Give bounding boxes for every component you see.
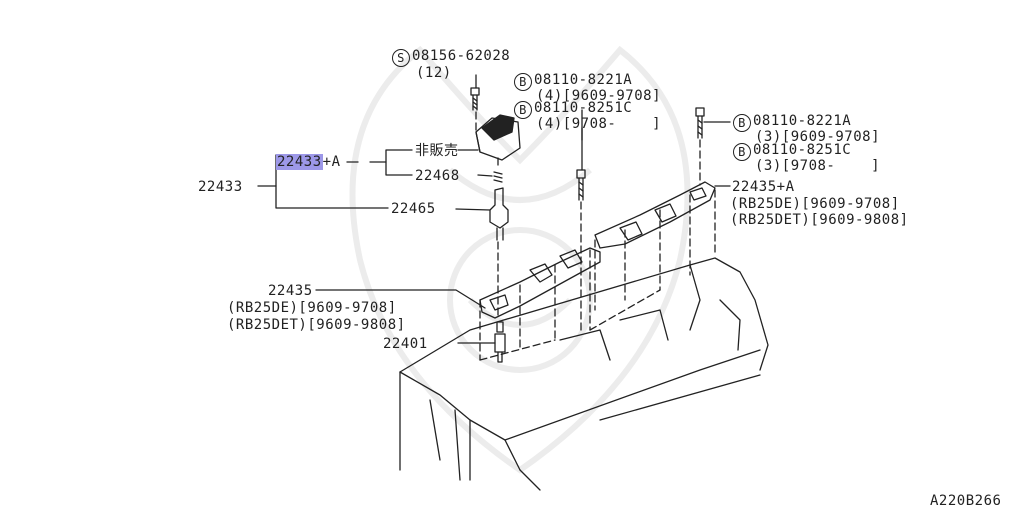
part-number-08110-8251C[interactable]: 08110-8251C xyxy=(534,100,633,116)
bolt-mid1-detail: (4)[9609-9708] xyxy=(536,88,662,104)
bolt-right1-detail: (3)[9609-9708] xyxy=(755,129,881,145)
part-number-08110-8221A-right[interactable]: 08110-8221A xyxy=(753,113,852,129)
ignition-coil xyxy=(475,114,521,166)
not-for-sale-label: 非販売 xyxy=(415,143,459,159)
part-number-22468[interactable]: 22468 xyxy=(415,168,460,184)
coil-suffix: +A xyxy=(322,154,341,170)
part-number-22401[interactable]: 22401 xyxy=(383,336,428,352)
bolt-top-quantity: (12) xyxy=(416,65,452,81)
cylinder-head xyxy=(399,257,769,491)
bolt-right2-detail: (3)[9708- ] xyxy=(755,158,881,174)
spark-plug xyxy=(494,321,506,363)
part-number-22465[interactable]: 22465 xyxy=(391,201,436,217)
part-number-08110-8251C-right[interactable]: 08110-8251C xyxy=(753,142,852,158)
bolt-mid2-detail: (4)[9708- ] xyxy=(536,116,662,132)
alignment-lines xyxy=(475,111,716,361)
coil-cover-left xyxy=(479,247,601,319)
part-number-22433[interactable]: 22433 xyxy=(198,179,243,195)
part-number-08156-62028[interactable]: 08156-62028 xyxy=(412,48,511,64)
coil-cover-right xyxy=(594,181,716,249)
diagram-id: A220B266 xyxy=(930,493,1002,509)
plug-boot xyxy=(489,187,509,241)
part-number-22433-highlighted[interactable]: 22433 xyxy=(276,154,323,170)
cover-left-variant-rb25det: (RB25DET)[9609-9808] xyxy=(227,317,406,333)
specification-b-icon: B xyxy=(733,114,751,132)
part-number-08110-8221A[interactable]: 08110-8221A xyxy=(534,72,633,88)
part-number-22435[interactable]: 22435 xyxy=(268,283,313,299)
part-number-22435-A[interactable]: 22435+A xyxy=(732,179,795,195)
specification-s-icon: S xyxy=(392,49,410,67)
coil-spring xyxy=(493,171,503,183)
cover-right-variant-rb25det: (RB25DET)[9609-9808] xyxy=(730,212,909,228)
specification-b-icon: B xyxy=(514,101,532,119)
cover-left-variant-rb25de: (RB25DE)[9609-9708] xyxy=(227,300,397,316)
specification-b-icon: B xyxy=(514,73,532,91)
cover-right-variant-rb25de: (RB25DE)[9609-9708] xyxy=(730,196,900,212)
coil-assembly-label: 22433+A xyxy=(276,154,341,170)
specification-b-icon: B xyxy=(733,143,751,161)
leader-lines xyxy=(257,74,731,344)
cover-bolt-right xyxy=(695,107,705,139)
